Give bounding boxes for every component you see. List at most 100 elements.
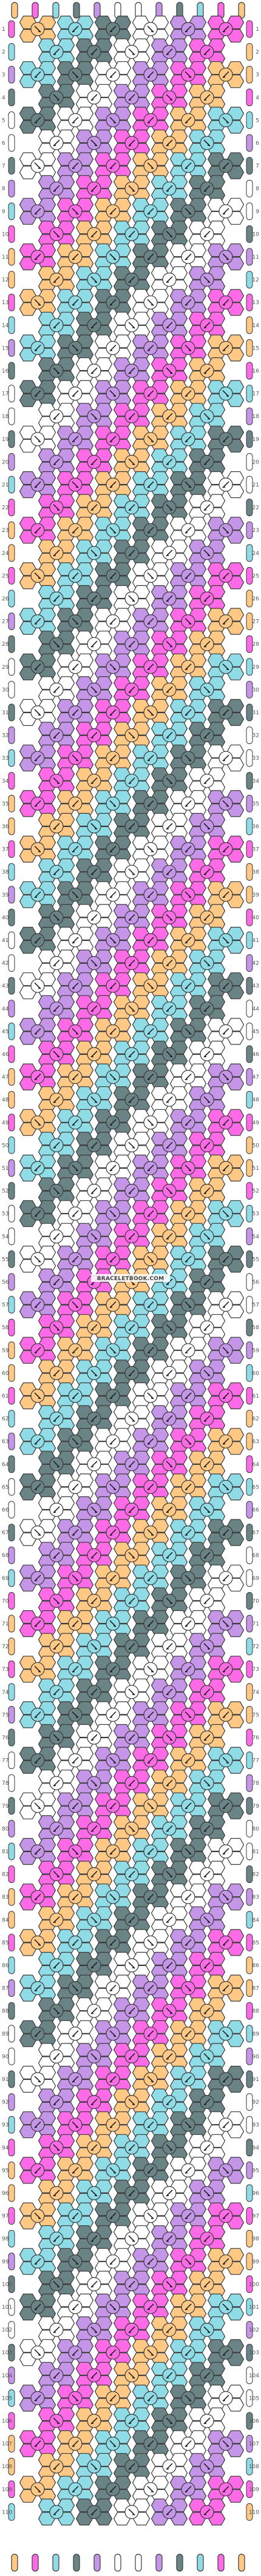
knot — [75, 2134, 113, 2161]
arrow-icon — [90, 1734, 98, 1741]
knot — [94, 608, 132, 635]
knot — [132, 745, 169, 772]
edge-string-left — [8, 1774, 15, 1792]
arrow-icon — [128, 185, 135, 192]
arrow-icon — [166, 823, 173, 830]
arrow-icon — [109, 1438, 117, 1445]
arrow-icon — [72, 253, 79, 261]
edge-string-right — [246, 88, 253, 107]
knot — [132, 1428, 169, 1455]
knot — [151, 995, 188, 1022]
arrow-icon — [109, 2349, 117, 2356]
knot — [56, 881, 94, 908]
knot — [188, 858, 226, 886]
arrow-icon — [166, 2508, 173, 2515]
row-number-right: 89 — [253, 2031, 260, 2037]
edge-string-left — [8, 1227, 15, 1246]
arrow-icon — [90, 2508, 98, 2515]
arrow-icon — [185, 2440, 192, 2448]
edge-string-left — [8, 1273, 15, 1291]
row-number-right: 12 — [253, 277, 259, 284]
arrow-icon — [90, 686, 98, 693]
edge-string-left — [8, 977, 15, 995]
arrow-icon — [222, 25, 229, 33]
arrow-icon — [128, 2053, 135, 2060]
knot — [151, 1633, 188, 1660]
edge-string-left — [8, 476, 15, 494]
row-number-left: 71 — [2, 1621, 8, 1627]
row-number-right: 48 — [253, 1097, 260, 1103]
arrow-icon — [34, 2166, 41, 2174]
knot — [113, 448, 151, 476]
knot — [151, 84, 188, 111]
knot — [94, 2430, 132, 2457]
arrow-icon — [90, 458, 98, 465]
edge-string-left — [8, 111, 15, 129]
string-top — [73, 2, 80, 19]
edge-string-left — [8, 1546, 15, 1564]
edge-string-right — [246, 2139, 253, 2157]
row-number-right: 101 — [249, 2305, 259, 2311]
arrow-icon — [147, 2166, 154, 2174]
knot — [132, 835, 169, 863]
knot — [75, 631, 113, 658]
knot — [113, 2179, 151, 2207]
arrow-icon — [128, 1187, 135, 1195]
knot — [94, 745, 132, 772]
knot — [94, 517, 132, 544]
knot — [75, 585, 113, 612]
knot — [151, 1450, 188, 1478]
row-number-left: 98 — [2, 2236, 9, 2242]
row-number-left: 24 — [2, 551, 9, 557]
row-number-right: 90 — [253, 2054, 260, 2060]
row-number-left: 87 — [2, 1986, 8, 1992]
arrow-icon — [222, 299, 229, 306]
edge-string-right — [246, 2366, 253, 2385]
arrow-icon — [147, 481, 154, 488]
row-number-left: 95 — [2, 2168, 8, 2174]
arrow-icon — [147, 2303, 154, 2311]
arrow-icon — [53, 1643, 60, 1650]
arrow-icon — [203, 1415, 211, 1422]
arrow-icon — [34, 1210, 41, 1217]
knot — [19, 1701, 56, 1728]
arrow-icon — [222, 1893, 229, 1900]
knot — [188, 1086, 226, 1114]
row-number-left: 83 — [2, 1894, 8, 1900]
row-number-left: 52 — [2, 1189, 8, 1195]
arrow-icon — [166, 2144, 173, 2151]
arrow-icon — [147, 1438, 154, 1445]
knot — [151, 2498, 188, 2526]
edge-string-right — [246, 1432, 253, 1450]
knot — [56, 562, 94, 589]
arrow-icon — [185, 2486, 192, 2493]
edge-string-left — [8, 1569, 15, 1587]
knot — [132, 2293, 169, 2321]
arrow-icon — [147, 1848, 154, 1855]
watermark-bg — [91, 1274, 170, 1282]
arrow-icon — [90, 2099, 98, 2106]
knot — [207, 380, 245, 407]
row-number-right: 88 — [253, 2008, 260, 2014]
arrow-icon — [34, 1985, 41, 1992]
knot — [132, 2339, 169, 2366]
knot — [19, 2293, 56, 2321]
knot — [94, 15, 132, 43]
knot — [75, 1770, 113, 1797]
arrow-icon — [222, 754, 229, 762]
knot — [151, 585, 188, 612]
row-number-left: 46 — [2, 1052, 9, 1058]
knot — [188, 2134, 226, 2161]
arrow-icon — [109, 25, 117, 33]
knot — [56, 1246, 94, 1273]
arrow-icon — [90, 94, 98, 101]
arrow-icon — [90, 2280, 98, 2288]
arrow-icon — [147, 846, 154, 853]
row-number-right: 62 — [253, 1416, 259, 1422]
arrow-icon — [185, 1757, 192, 1764]
knot — [207, 471, 245, 499]
row-number-right: 47 — [253, 1075, 259, 1081]
arrow-icon — [147, 2121, 154, 2128]
